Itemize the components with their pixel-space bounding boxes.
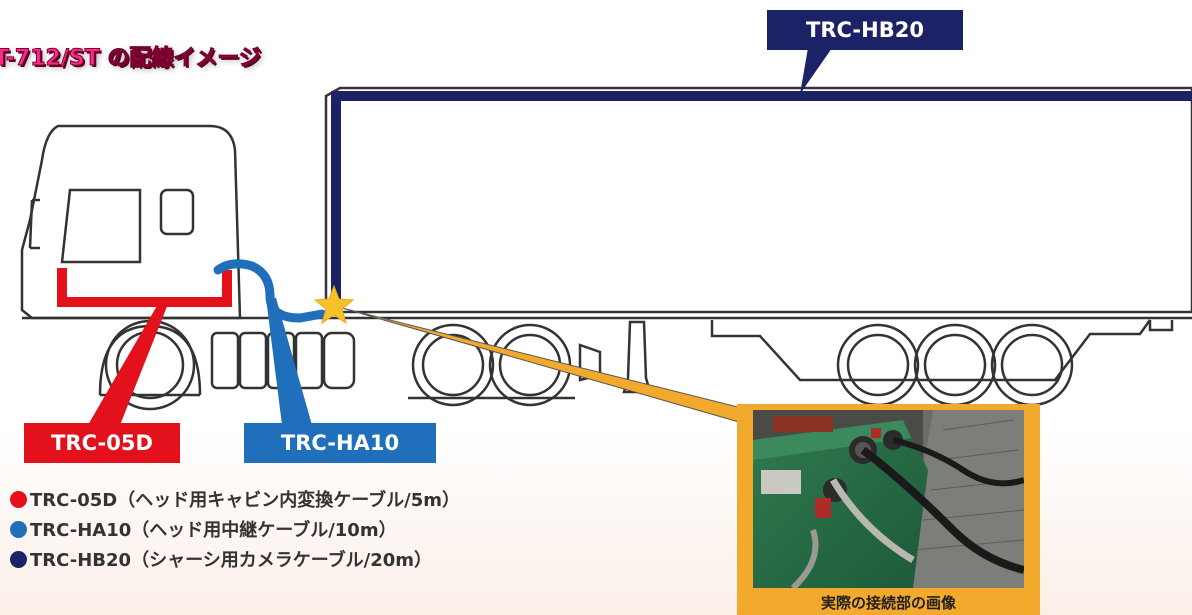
label-trc-hb20: TRC-HB20 (767, 10, 963, 50)
legend-text: TRC-HB20（シャーシ用カメラケーブル/20m） (30, 550, 433, 571)
connection-photo (753, 410, 1024, 588)
legend-text: TRC-05D（ヘッド用キャビン内変換ケーブル/5m） (30, 490, 460, 511)
cable-legend: TRC-05D（ヘッド用キャビン内変換ケーブル/5m） TRC-HA10（ヘッド… (10, 484, 460, 574)
tank-boxes (210, 331, 356, 390)
star-icon (313, 284, 355, 325)
trailer-wheels (710, 319, 1174, 407)
photo-callout (341, 307, 762, 429)
callout-pointer-hb20 (800, 48, 832, 94)
cab-windshield (60, 188, 142, 264)
photo-caption: 実際の接続部の画像 (820, 594, 956, 612)
trailer-box (324, 86, 1192, 314)
cable-trc-ha10 (213, 259, 327, 323)
callout-pointer-ha10 (266, 298, 312, 425)
cab-side-window (159, 188, 195, 236)
legend-text: TRC-HA10（ヘッド用中継ケーブル/10m） (30, 520, 397, 541)
label-trc-05d: TRC-05D (24, 423, 180, 463)
truck-cab (20, 124, 242, 320)
legend-item-trc-05d: TRC-05D（ヘッド用キャビン内変換ケーブル/5m） (10, 484, 460, 514)
cable-trc-hb20 (331, 91, 1192, 305)
cable-trc-05d (57, 268, 232, 307)
legend-item-trc-hb20: TRC-HB20（シャーシ用カメラケーブル/20m） (10, 544, 460, 574)
blue-dot-icon (10, 520, 27, 538)
red-dot-icon (10, 490, 27, 508)
drive-wheels (408, 323, 575, 407)
connection-photo-frame: 実際の接続部の画像 (737, 404, 1040, 615)
legend-item-trc-ha10: TRC-HA10（ヘッド用中継ケーブル/10m） (10, 514, 460, 544)
label-trc-ha10: TRC-HA10 (244, 423, 436, 463)
callout-pointer-05d (88, 304, 168, 425)
diagram-title: T-712/ST の配線イメージ (0, 46, 261, 72)
navy-dot-icon (10, 550, 27, 568)
